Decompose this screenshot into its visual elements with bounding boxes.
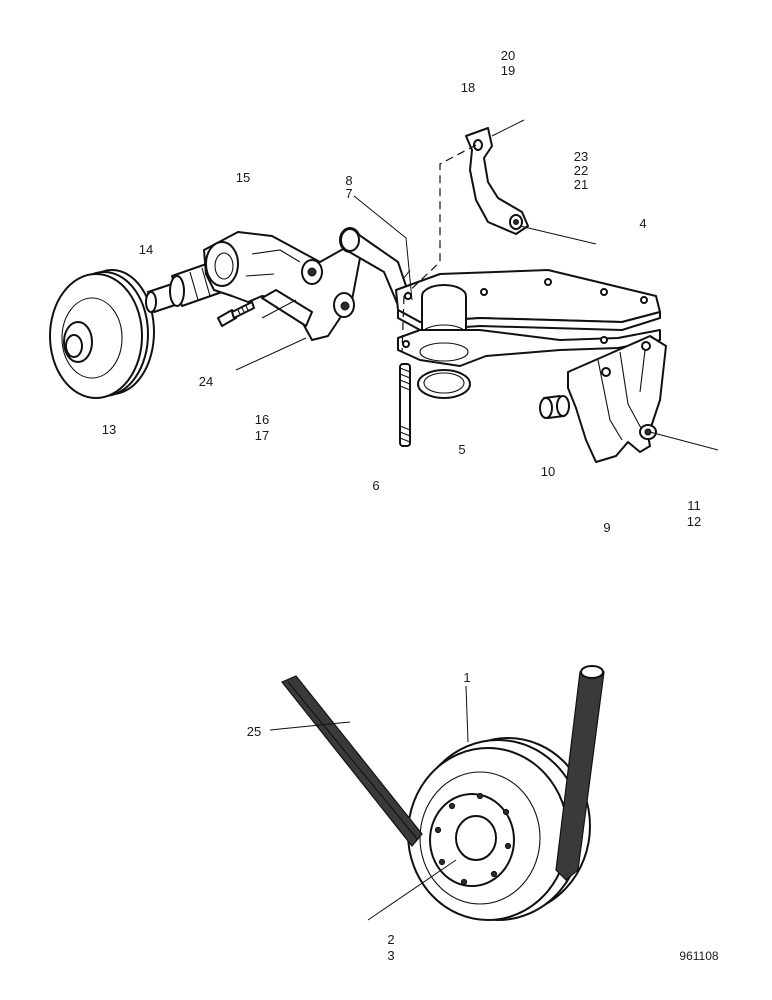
label-2: 2 xyxy=(387,932,394,947)
label-8: 8 xyxy=(345,173,352,188)
label-11: 11 xyxy=(687,498,701,513)
label-6: 6 xyxy=(372,478,379,493)
label-18: 18 xyxy=(461,80,475,95)
label-7: 7 xyxy=(345,186,352,201)
label-14: 14 xyxy=(139,242,153,257)
label-20: 20 xyxy=(501,48,515,63)
bolt-24 xyxy=(217,301,255,327)
label-12: 12 xyxy=(687,514,701,529)
label-10: 10 xyxy=(541,464,555,479)
label-3: 3 xyxy=(387,948,394,963)
label-4: 4 xyxy=(639,216,646,231)
label-21: 21 xyxy=(574,177,588,192)
label-13: 13 xyxy=(102,422,116,437)
label-17: 17 xyxy=(255,428,269,443)
stud-6 xyxy=(399,363,411,447)
label-22: 22 xyxy=(574,163,588,178)
label-5: 5 xyxy=(458,442,465,457)
label-19: 19 xyxy=(501,63,515,78)
label-1: 1 xyxy=(463,670,470,685)
reference-number: 961108 xyxy=(679,949,718,963)
strap-bracket-18 xyxy=(465,127,529,235)
label-25: 25 xyxy=(247,724,261,739)
crankshaft-pulley-1 xyxy=(407,737,591,921)
label-24: 24 xyxy=(199,374,213,389)
assembly-lines-lower xyxy=(269,685,469,921)
part-labels: 1 2 3 4 5 6 7 8 9 10 11 12 13 14 15 16 1… xyxy=(102,48,719,963)
fan-pulley-13 xyxy=(49,269,155,399)
label-9: 9 xyxy=(603,520,610,535)
spacer-10 xyxy=(539,395,570,419)
mounting-bracket-4 xyxy=(395,269,661,367)
support-bracket-9 xyxy=(567,335,667,463)
spindle-14 xyxy=(145,261,223,313)
pump-housing-15 xyxy=(203,227,361,341)
sealing-ring-5 xyxy=(417,369,471,399)
label-15: 15 xyxy=(236,170,250,185)
assembly-lines xyxy=(235,119,719,451)
label-23: 23 xyxy=(574,149,588,164)
label-16: 16 xyxy=(255,412,269,427)
drive-belt-25 xyxy=(281,665,605,881)
